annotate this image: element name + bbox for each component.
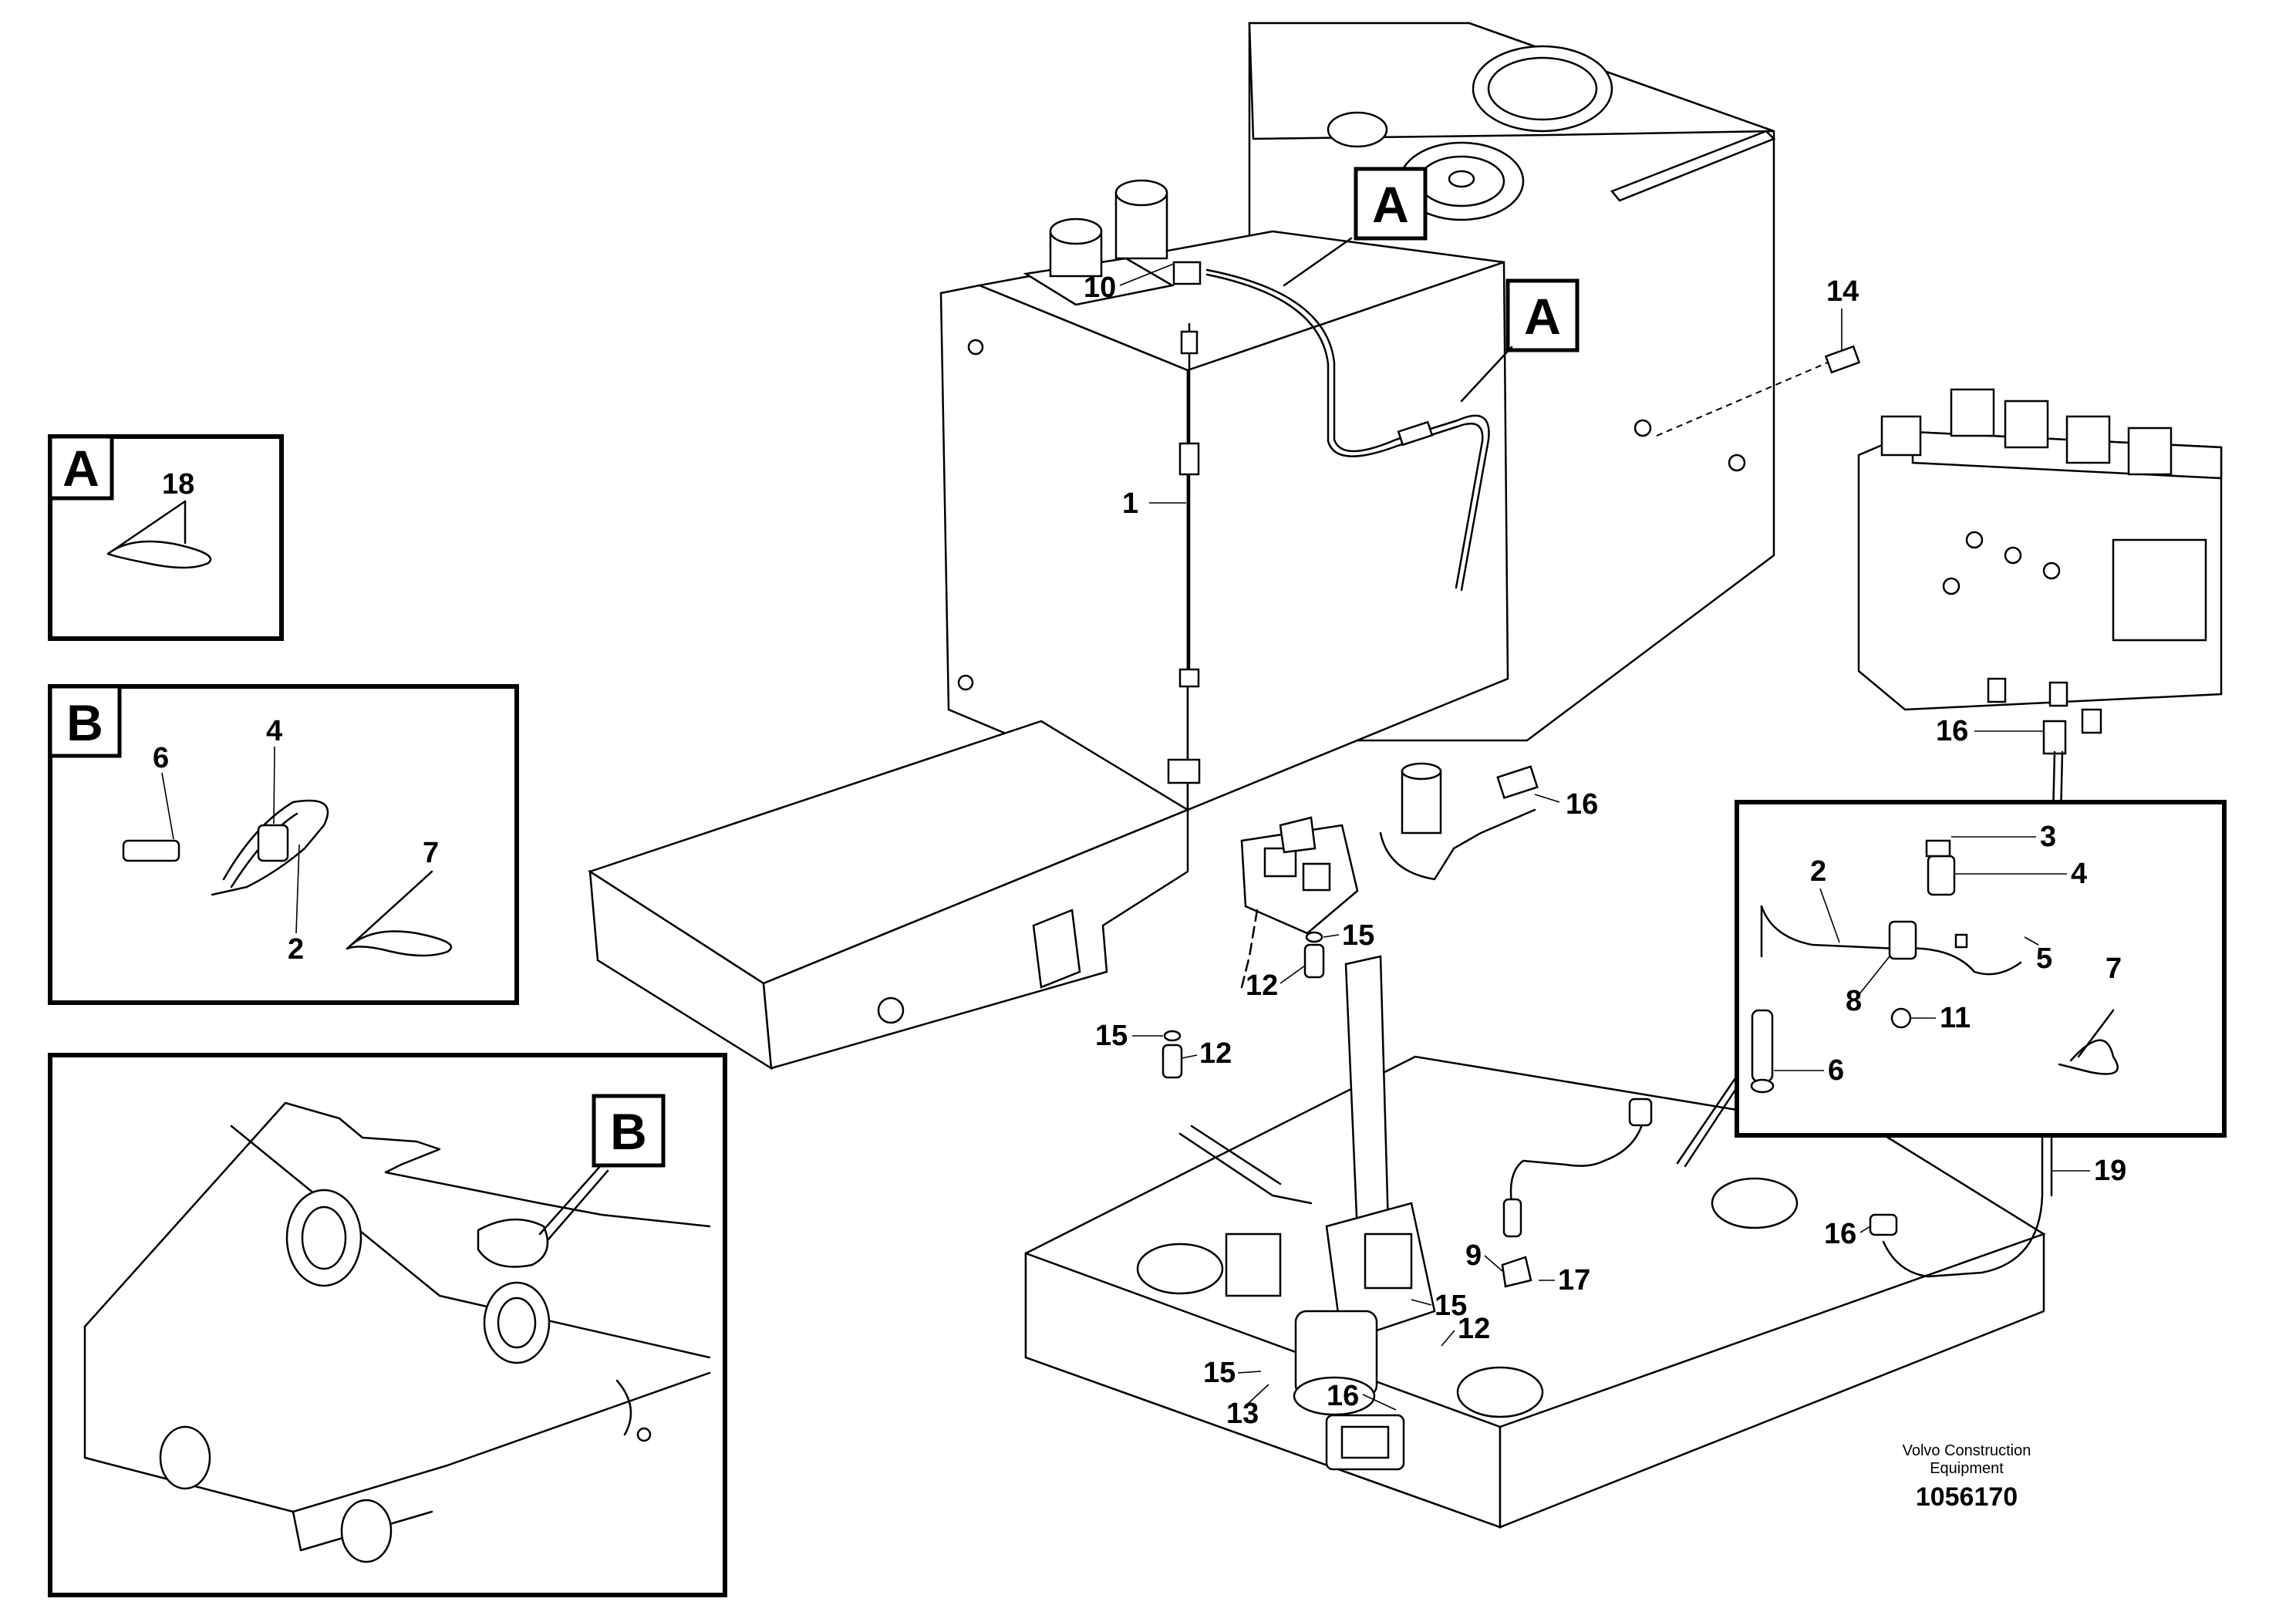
callout-13: 13 (1226, 1398, 1259, 1430)
leader-16-mid (1534, 794, 1560, 803)
callout-3-detail: 3 (2040, 821, 2056, 853)
tank-tag-a-1 (1283, 167, 1428, 287)
tank-tag-a-2 (1460, 278, 1580, 403)
detail-box-right (1676, 800, 2227, 1278)
callout-15-b: 15 (1095, 1020, 1128, 1052)
leader-16-right (1859, 1226, 1871, 1233)
callout-15-a: 15 (1342, 919, 1374, 952)
inset-b (48, 684, 519, 1005)
callout-18: 18 (162, 468, 194, 501)
callout-12-a: 12 (1246, 969, 1278, 1002)
callout-1: 1 (1122, 487, 1138, 520)
inset-b-tag-letter: B (66, 694, 103, 751)
control-valve (1857, 388, 2223, 858)
tank-tag-a-1-letter: A (1372, 176, 1409, 233)
chassis-beam (588, 720, 1190, 1362)
leader-6-inset-b (161, 772, 174, 840)
callout-4-inset-b: 4 (266, 715, 282, 747)
callout-6-detail: 6 (1828, 1054, 1844, 1087)
callout-11-detail: 11 (1940, 1002, 1971, 1034)
callout-12-c: 12 (1458, 1313, 1490, 1345)
leader-10 (1119, 263, 1175, 286)
hydraulic-tank (939, 22, 1861, 811)
callout-15-d: 15 (1203, 1357, 1236, 1389)
document-number: 1056170 (1916, 1482, 2018, 1512)
callout-8-detail: 8 (1846, 985, 1862, 1017)
leader-5-detail (2024, 936, 2039, 946)
inset-a-tag-letter: A (62, 440, 99, 497)
brand-line-1: Volvo Construction (1903, 1442, 2031, 1459)
callout-2-detail: 2 (1810, 855, 1826, 888)
callout-15-c: 15 (1435, 1290, 1467, 1322)
callout-14: 14 (1826, 275, 1859, 308)
callout-17: 17 (1558, 1264, 1590, 1297)
leader-13 (1247, 1384, 1269, 1404)
inset-boom-foot (48, 1053, 727, 1597)
valve-blocks (1240, 762, 1539, 989)
callout-10: 10 (1084, 271, 1116, 304)
leader-9 (1484, 1255, 1503, 1272)
callout-16-right: 16 (1824, 1218, 1856, 1250)
callout-16-low: 16 (1327, 1380, 1359, 1412)
callout-12-b: 12 (1199, 1037, 1232, 1070)
callout-4-detail: 4 (2071, 858, 2087, 890)
leader-15-c (1411, 1299, 1432, 1306)
leader-15-d (1237, 1371, 1262, 1374)
leader-15-a (1323, 934, 1340, 938)
leader-12-c (1441, 1330, 1455, 1347)
leader-8-detail (1858, 956, 1890, 996)
callout-16-mid: 16 (1566, 788, 1598, 821)
callout-5-detail: 5 (2036, 943, 2052, 975)
callout-16-valve: 16 (1936, 715, 1968, 747)
callout-19: 19 (2094, 1155, 2126, 1187)
leader-2-inset-b (295, 844, 300, 934)
callout-7-inset-b: 7 (423, 837, 439, 869)
inset-a (48, 434, 284, 641)
frame-sensor-harness (1501, 1098, 1653, 1288)
boom-inset-tag-b-letter: B (610, 1103, 647, 1160)
leader-16-low (1362, 1394, 1397, 1411)
callout-6-inset-b: 6 (153, 742, 169, 774)
leader-12-b (1181, 1054, 1198, 1059)
callout-9: 9 (1465, 1239, 1482, 1272)
brand-line-2: Equipment (1930, 1460, 2004, 1477)
callout-2-inset-b: 2 (288, 933, 304, 966)
leader-12-a (1279, 965, 1306, 984)
leader-2-detail (1819, 888, 1840, 943)
callout-7-detail: 7 (2106, 953, 2122, 985)
leader-4-inset-b (273, 746, 275, 824)
tank-tag-a-2-letter: A (1524, 288, 1561, 345)
